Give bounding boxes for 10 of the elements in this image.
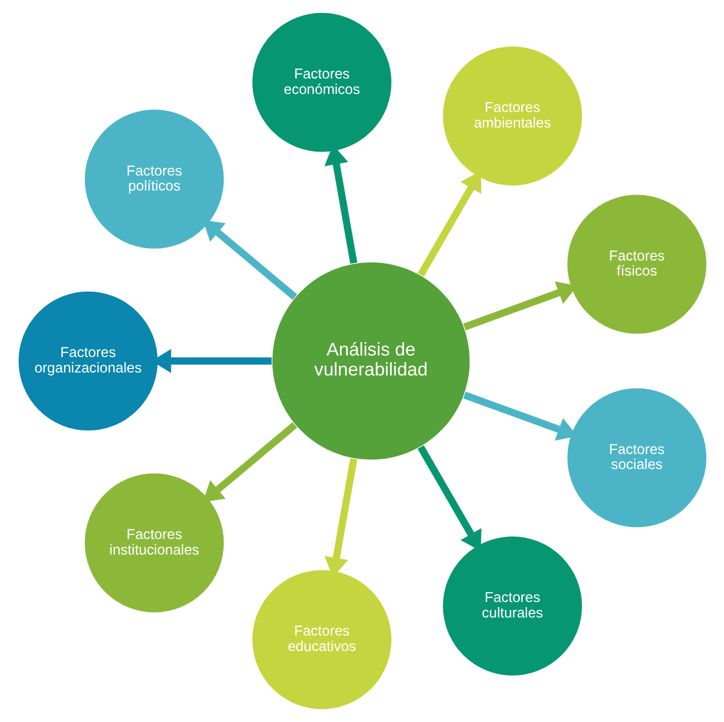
node-circle: Factores culturales	[441, 535, 583, 677]
node-circle: Factores educativos	[250, 569, 392, 710]
node-circle: Factores ambientales	[441, 45, 583, 187]
node-circle: Factores económicos	[250, 12, 392, 153]
node-circle: Factores sociales	[566, 387, 707, 528]
node-circle: Factores organizacionales	[17, 290, 158, 432]
arrow	[202, 422, 297, 502]
arrow	[202, 220, 297, 300]
node-circle: Factores físicos	[566, 194, 707, 335]
node-circle: Análisis de vulnerabilidad	[270, 261, 470, 461]
